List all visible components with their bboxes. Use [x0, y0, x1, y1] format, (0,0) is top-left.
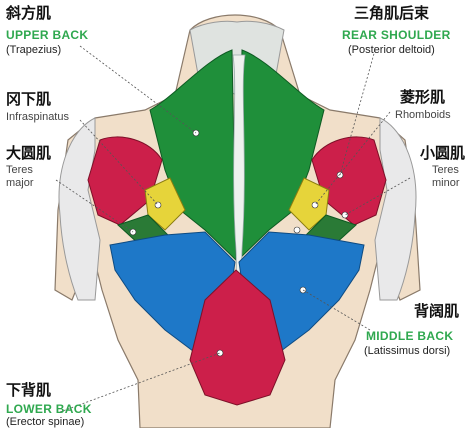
erector-zh: 下背肌 — [6, 381, 52, 399]
latissimus-en: MIDDLE BACK — [366, 329, 454, 343]
teres-minor-line1: Teres — [432, 164, 459, 176]
erector-en: LOWER BACK — [6, 402, 92, 416]
latissimus-zh: 背阔肌 — [414, 302, 460, 320]
deltoid-zh: 三角肌后束 — [354, 4, 430, 22]
erector-spinae — [189, 269, 286, 406]
teres-minor-zh: 小圆肌 — [420, 144, 466, 162]
latissimus-latin: (Latissimus dorsi) — [364, 345, 451, 357]
teres-major-line1: Teres — [6, 164, 33, 176]
teres-major-zh: 大圆肌 — [6, 144, 52, 162]
rhomboids-zh: 菱形肌 — [400, 88, 446, 106]
teres-minor-line2: minor — [432, 177, 460, 189]
trapezius-en: UPPER BACK — [6, 28, 89, 42]
teres-minor-left — [144, 177, 186, 231]
deltoid-latin: (Posterior deltoid) — [348, 44, 435, 56]
infraspinatus-zh: 冈下肌 — [6, 90, 52, 108]
deltoid-right — [311, 136, 387, 226]
left-arm — [58, 117, 101, 301]
teres-minor-right — [288, 177, 330, 231]
infraspinatus-latin: Infraspinatus — [6, 111, 69, 123]
erector-latin: (Erector spinae) — [6, 416, 85, 428]
trapezius-muscle-right — [237, 49, 325, 262]
deltoid-en: REAR SHOULDER — [342, 28, 451, 42]
leader-lines — [55, 45, 411, 413]
rhomboids-latin: Rhomboids — [395, 109, 451, 121]
trapezius-zh: 斜方肌 — [6, 4, 52, 22]
right-arm — [374, 117, 417, 301]
trapezius-muscle — [149, 49, 237, 262]
deltoid-left — [87, 136, 163, 226]
trapezius-latin: (Trapezius) — [6, 44, 62, 56]
teres-major-line2: major — [6, 177, 34, 189]
